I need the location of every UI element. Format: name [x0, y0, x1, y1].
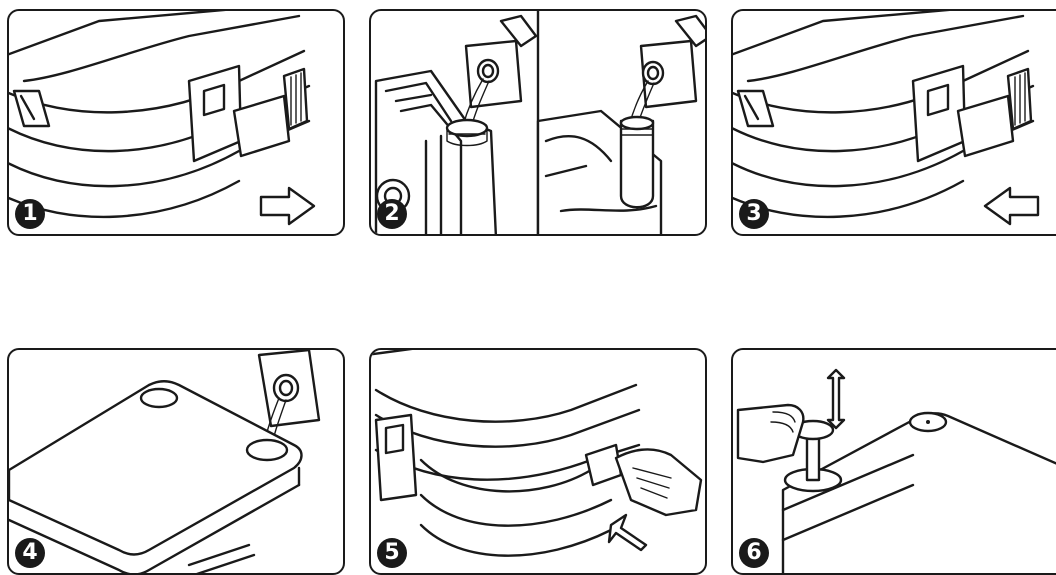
step-1-illustration — [9, 11, 345, 236]
hand-icon — [738, 405, 803, 462]
step-number-badge: 5 — [377, 538, 407, 568]
step-6-panel: 6 — [731, 348, 1056, 575]
arrow-down-right-icon — [609, 515, 646, 550]
step-2-panel: 2 — [369, 9, 707, 236]
step-3-illustration — [733, 11, 1056, 236]
arrow-right-icon — [261, 188, 314, 224]
hand-icon — [616, 449, 701, 515]
step-number-badge: 3 — [739, 199, 769, 229]
step-number-badge: 6 — [739, 538, 769, 568]
step-4-panel: 4 — [7, 348, 345, 575]
step-number-badge: 1 — [15, 199, 45, 229]
step-2-illustration — [371, 11, 707, 236]
step-number-badge: 4 — [15, 538, 45, 568]
arrow-up-down-icon — [828, 370, 844, 428]
step-5-panel: 5 — [369, 348, 707, 575]
step-number-badge: 2 — [377, 199, 407, 229]
step-1-panel: 1 — [7, 9, 345, 236]
arrow-left-icon — [985, 188, 1038, 224]
step-6-illustration — [733, 350, 1056, 575]
step-3-panel: 3 — [731, 9, 1056, 236]
step-5-illustration — [371, 350, 707, 575]
step-4-illustration — [9, 350, 345, 575]
